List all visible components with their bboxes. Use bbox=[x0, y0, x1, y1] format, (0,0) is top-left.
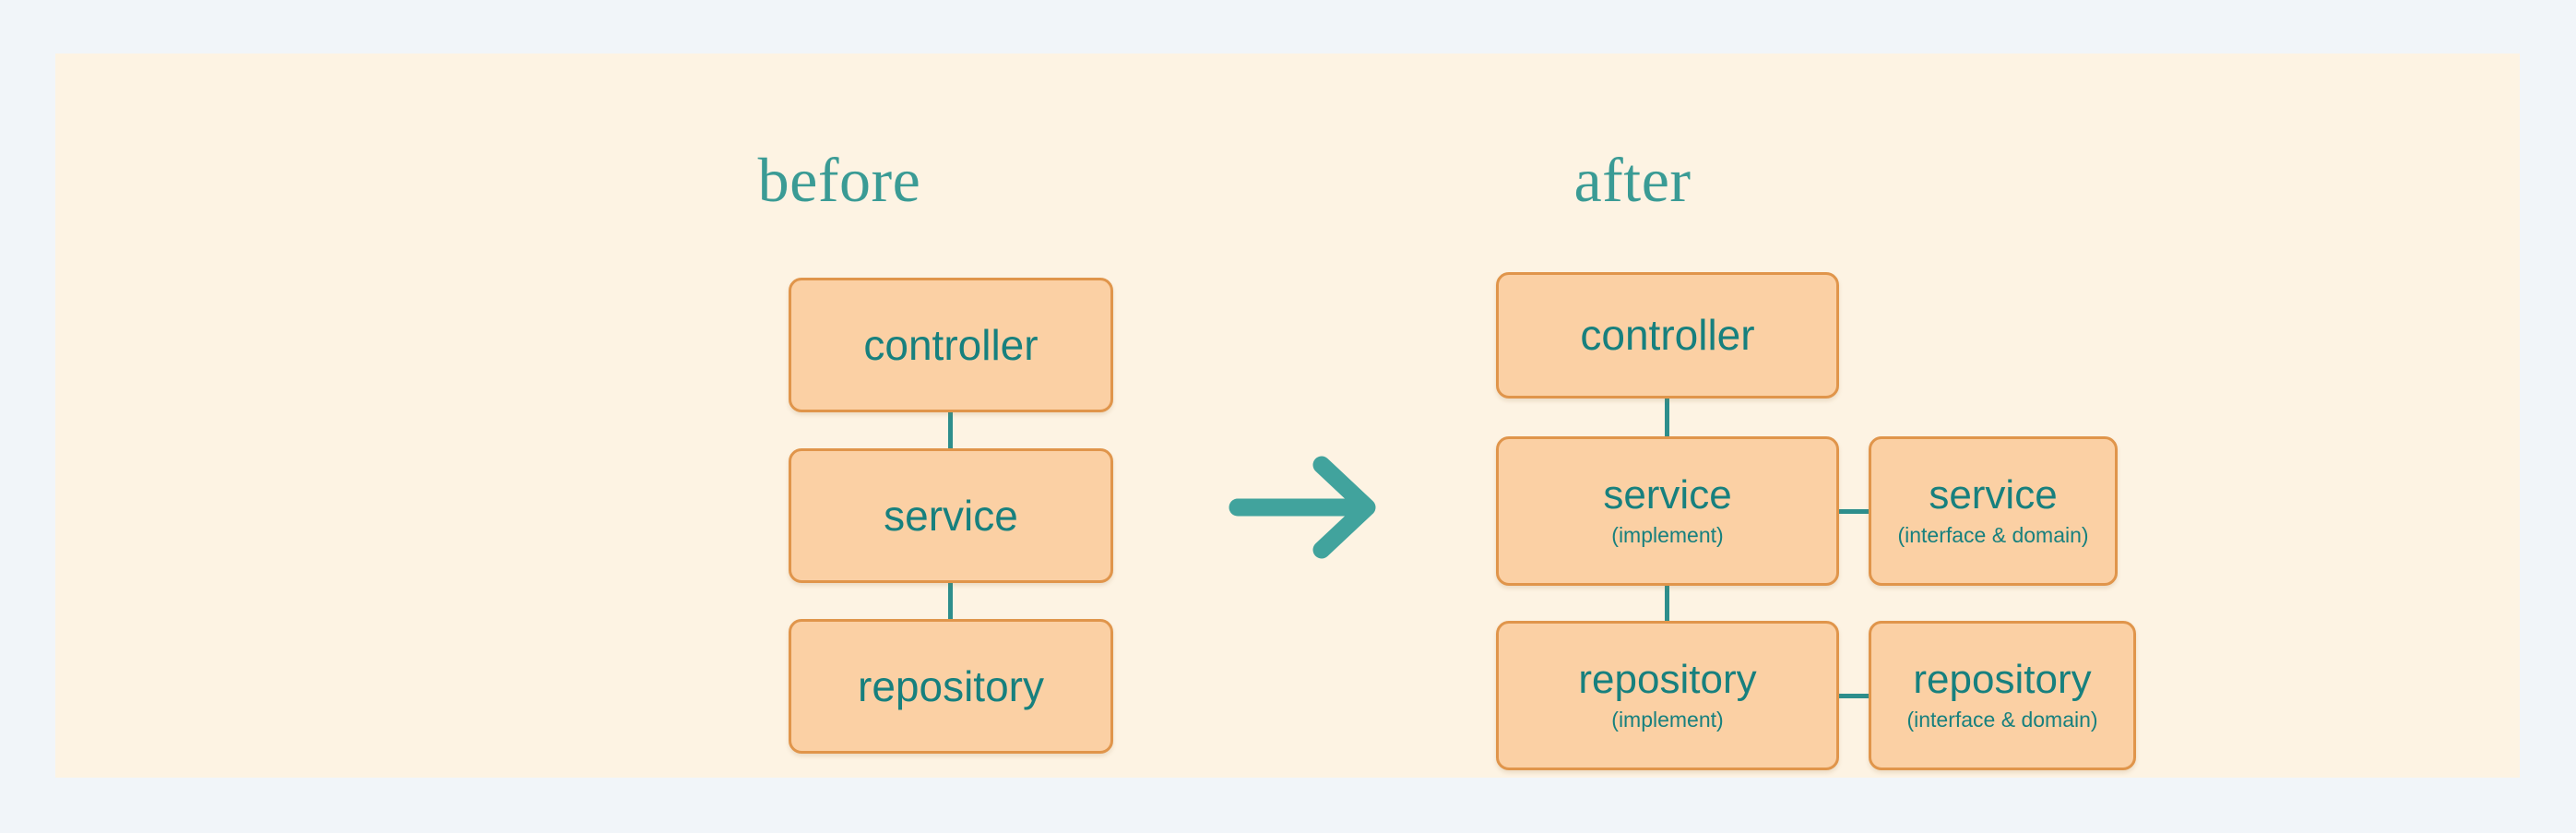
node-subtitle: (interface & domain) bbox=[1906, 708, 2098, 732]
node-after-service-interface[interactable]: service (interface & domain) bbox=[1869, 436, 2118, 586]
node-before-controller[interactable]: controller bbox=[789, 278, 1113, 412]
node-before-repository[interactable]: repository bbox=[789, 619, 1113, 754]
node-title: repository bbox=[1913, 657, 2092, 703]
node-title: service bbox=[1929, 472, 2058, 518]
node-after-service-implement[interactable]: service (implement) bbox=[1496, 436, 1839, 586]
connector-after-service-interface bbox=[1839, 509, 1869, 514]
node-subtitle: (implement) bbox=[1611, 523, 1724, 548]
arrow-right-icon bbox=[1227, 452, 1393, 563]
node-title: repository bbox=[1578, 657, 1757, 703]
node-title: repository bbox=[858, 661, 1044, 710]
diagram-canvas: before after controller service reposito… bbox=[55, 54, 2520, 778]
connector-before-service-repository bbox=[948, 583, 953, 619]
node-title: service bbox=[1603, 472, 1732, 518]
node-subtitle: (implement) bbox=[1611, 708, 1724, 732]
node-title: service bbox=[884, 491, 1018, 540]
node-before-service[interactable]: service bbox=[789, 448, 1113, 583]
node-subtitle: (interface & domain) bbox=[1897, 523, 2089, 548]
heading-before: before bbox=[757, 145, 921, 215]
connector-after-controller-service bbox=[1665, 399, 1669, 436]
connector-after-service-repository bbox=[1665, 586, 1669, 621]
node-title: controller bbox=[863, 320, 1039, 369]
node-after-repository-implement[interactable]: repository (implement) bbox=[1496, 621, 1839, 770]
node-title: controller bbox=[1580, 311, 1755, 360]
connector-after-repository-interface bbox=[1839, 694, 1869, 698]
node-after-repository-interface[interactable]: repository (interface & domain) bbox=[1869, 621, 2136, 770]
node-after-controller[interactable]: controller bbox=[1496, 272, 1839, 399]
heading-after: after bbox=[1573, 145, 1692, 215]
connector-before-controller-service bbox=[948, 412, 953, 448]
